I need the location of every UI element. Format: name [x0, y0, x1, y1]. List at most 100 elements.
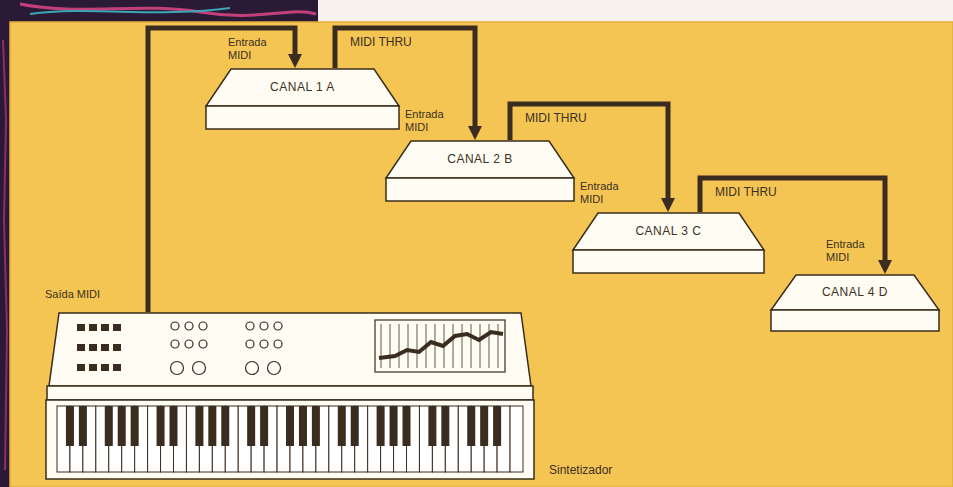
label-holder: Entrada MIDI [405, 108, 455, 133]
label-holder: Entrada MIDI [826, 238, 874, 263]
control-panel [49, 313, 531, 386]
black-key [260, 406, 268, 446]
black-key [312, 406, 320, 446]
module-face: CANAL 4 D [770, 274, 940, 310]
display-grid [471, 324, 472, 368]
black-key [105, 406, 113, 446]
display-grid [381, 324, 382, 368]
knob [185, 322, 193, 330]
port-label: Entrada MIDI [228, 36, 278, 61]
black-key [221, 406, 229, 446]
synthesizer-drawing [45, 312, 535, 480]
knob [246, 362, 259, 375]
black-key [66, 406, 74, 446]
module-face: CANAL 3 C [572, 212, 765, 250]
signal-label: MIDI THRU [715, 186, 777, 200]
knob [246, 322, 254, 330]
module-label: CANAL 3 C [635, 224, 701, 238]
display-wave [379, 332, 503, 358]
display-grid [408, 324, 409, 368]
display-grid [498, 324, 499, 368]
display-grid [453, 324, 454, 368]
black-key [79, 406, 87, 446]
black-key [195, 406, 203, 446]
label-holder: MIDI THRU [525, 112, 587, 126]
black-key [157, 406, 165, 446]
button [113, 324, 121, 331]
module-label: CANAL 2 B [447, 152, 512, 166]
display-grid [399, 324, 400, 368]
button [101, 364, 109, 371]
module-front [206, 106, 399, 129]
label-holder: Sintetizador [549, 464, 612, 478]
button [101, 324, 109, 331]
module-outline [385, 140, 575, 202]
black-key [247, 406, 255, 446]
black-key [467, 406, 475, 446]
black-key [403, 406, 411, 446]
module-label: CANAL 4 D [822, 285, 888, 299]
module-outline [572, 212, 765, 274]
photo-streak [3, 40, 7, 470]
black-key [170, 406, 178, 446]
button [77, 344, 85, 351]
knob [171, 362, 184, 375]
midi-module: CANAL 4 D [770, 274, 940, 332]
display-grid [489, 324, 490, 368]
front-lip [47, 386, 533, 400]
module-outline [770, 274, 940, 332]
label-holder: MIDI THRU [350, 36, 412, 50]
button [113, 344, 121, 351]
knob [171, 340, 179, 348]
module-face: CANAL 2 B [385, 140, 575, 178]
display-grid [417, 324, 418, 368]
display-grid [462, 324, 463, 368]
button [77, 324, 85, 331]
knob [260, 340, 268, 348]
label-holder: Entrada MIDI [580, 180, 630, 205]
module-outline [205, 68, 400, 130]
module-top [573, 213, 764, 250]
display-grid [435, 324, 436, 368]
button [89, 364, 97, 371]
knob [185, 340, 193, 348]
keyboard-frame [46, 400, 534, 479]
black-key [299, 406, 307, 446]
black-key [377, 406, 385, 446]
knob [199, 340, 207, 348]
button [101, 344, 109, 351]
module-top [206, 69, 399, 106]
knob [268, 362, 281, 375]
port-label: Entrada MIDI [580, 180, 630, 205]
button [113, 364, 121, 371]
midi-module: CANAL 3 C [572, 212, 765, 274]
display [375, 320, 505, 372]
black-key [441, 406, 449, 446]
module-top [386, 141, 574, 178]
port-label: Entrada MIDI [405, 108, 455, 133]
label-holder: Entrada MIDI [228, 36, 278, 61]
black-key [286, 406, 294, 446]
button [89, 344, 97, 351]
knob [171, 322, 179, 330]
button [89, 324, 97, 331]
knob [246, 340, 254, 348]
button [77, 364, 85, 371]
black-key [131, 406, 139, 446]
black-key [480, 406, 488, 446]
black-key [351, 406, 359, 446]
knob [274, 322, 282, 330]
white-key [510, 406, 523, 472]
knob [193, 362, 206, 375]
label-holder: Saída MIDI [45, 288, 100, 301]
display-grid [390, 324, 391, 368]
module-face: CANAL 1 A [205, 68, 400, 106]
port-label: Saída MIDI [45, 288, 100, 301]
midi-module: CANAL 1 A [205, 68, 400, 130]
port-label: Entrada MIDI [826, 238, 874, 263]
device-label: Sintetizador [549, 464, 612, 478]
display-grid [480, 324, 481, 368]
black-key [338, 406, 346, 446]
